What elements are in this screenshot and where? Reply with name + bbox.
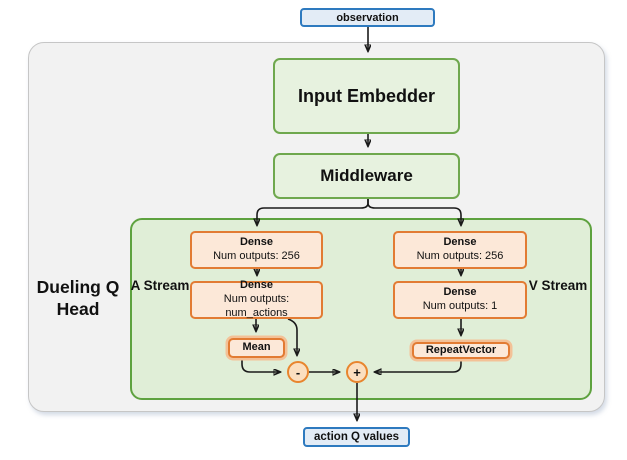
- observation-node: observation: [300, 8, 435, 27]
- mean-label: Mean: [242, 341, 271, 354]
- middleware-label: Middleware: [320, 166, 413, 185]
- dense-a2-node: Dense Num outputs: num_actions: [190, 279, 323, 319]
- action-q-values-node: action Q values: [303, 427, 410, 447]
- dense-v1-subtitle: Num outputs: 256: [416, 250, 504, 262]
- action-q-values-label: action Q values: [313, 431, 399, 443]
- repeat-vector-label: RepeatVector: [425, 343, 497, 356]
- dense-v2-subtitle: Num outputs: 1: [422, 300, 498, 312]
- dueling-q-head-label: Dueling Q Head: [36, 277, 120, 319]
- dense-v1-title: Dense: [443, 236, 477, 249]
- repeat-vector-node: RepeatVector: [412, 342, 510, 359]
- dense-a1-subtitle: Num outputs: 256: [213, 250, 300, 262]
- dense-a2-subtitle: Num outputs: num_actions: [223, 293, 290, 319]
- dense-v2-node: Dense Num outputs: 1: [393, 281, 527, 319]
- middleware-node: Middleware: [273, 153, 460, 199]
- a-stream-label: A Stream: [130, 278, 190, 293]
- minus-operator-label: -: [295, 364, 301, 380]
- plus-operator-node: +: [346, 361, 368, 383]
- dense-a2-title: Dense: [239, 279, 274, 292]
- plus-operator-label: +: [353, 364, 361, 380]
- input-embedder-label: Input Embedder: [297, 85, 435, 106]
- dense-a1-node: Dense Num outputs: 256: [190, 231, 323, 269]
- minus-operator-node: -: [287, 361, 309, 383]
- dense-v2-title: Dense: [443, 286, 477, 299]
- mean-node: Mean: [228, 338, 285, 358]
- input-embedder-node: Input Embedder: [273, 58, 460, 134]
- v-stream-label: V Stream: [528, 278, 588, 293]
- observation-label: observation: [336, 11, 399, 24]
- dense-a1-title: Dense: [239, 236, 274, 249]
- dense-v1-node: Dense Num outputs: 256: [393, 231, 527, 269]
